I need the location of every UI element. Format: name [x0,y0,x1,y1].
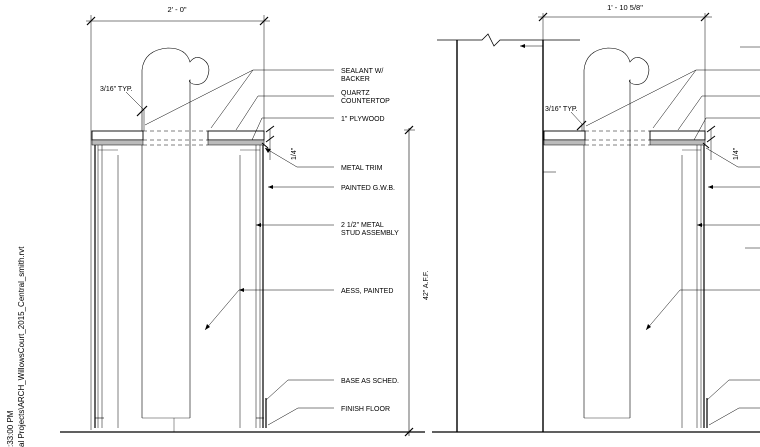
left-width-dim-text: 2' - 0" [167,5,186,14]
callout-aess: AESS, PAINTED [341,288,393,295]
left-countertop [91,130,265,146]
callout-plywood: 1" PLYWOOD [341,116,385,123]
left-reveal-dim: 1/4" [291,147,298,160]
callout-leaders [144,69,334,426]
left-width-dimension: 2' - 0" [86,5,270,430]
right-callout-leaders [585,46,760,426]
callout-metal-trim: METAL TRIM [341,165,383,172]
left-height-dim-text: 42" A.F.F. [423,271,430,300]
left-height-dimension: 42" A.F.F. [404,125,430,437]
callout-sealant-2: BACKER [341,76,370,83]
callout-sealant-1: SEALANT W/ [341,68,383,75]
right-wall [239,142,269,428]
callout-stud-1: 2 1/2" METAL [341,222,384,229]
callout-stud-2: STUD ASSEMBLY [341,230,399,237]
left-sealant-typ: 3/16" TYP. [100,86,133,93]
callout-gwb: PAINTED G.W.B. [341,185,395,192]
sidebar-info: :33:00 PM al Projects\ARCH_WillowsCourt_… [6,246,26,447]
left-section-detail: 2' - 0" [60,5,430,437]
plot-time: :33:00 PM [6,410,15,447]
left-wall [94,145,119,428]
right-sealant-typ: 3/16" TYP. [545,106,578,113]
callout-labels: SEALANT W/ BACKER QUARTZ COUNTERTOP 1" P… [341,68,399,413]
callout-base: BASE AS SCHED. [341,378,399,385]
right-width-dimension: 1' - 10 5/8" [538,3,712,432]
right-width-dim-text: 1' - 10 5/8" [607,3,643,12]
file-path: al Projects\ARCH_WillowsCourt_2015_Centr… [17,246,26,447]
callout-quartz-1: QUARTZ [341,90,370,97]
callout-quartz-2: COUNTERTOP [341,98,390,105]
callout-floor: FINISH FLOOR [341,406,390,413]
right-reveal-dim: 1/4" [733,147,740,160]
right-section-detail: 1' - 10 5/8" 3/16" TYP. [432,3,760,433]
